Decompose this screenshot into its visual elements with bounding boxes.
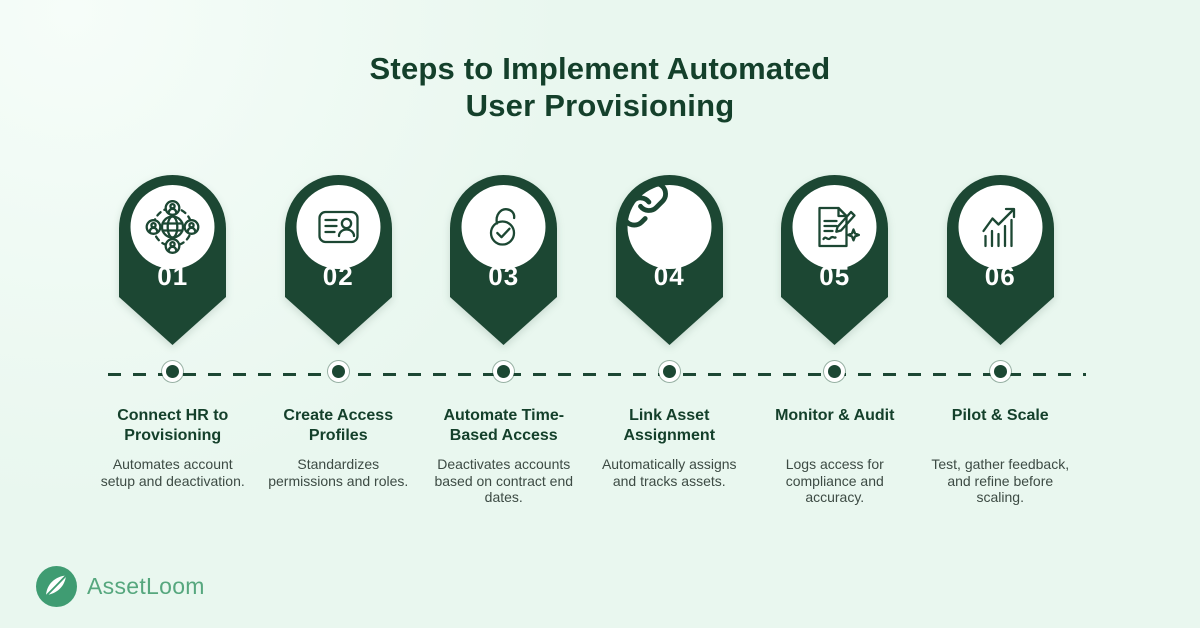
step-title: Connect HR to Provisioning [117,407,229,444]
step-1-pin: 01 [119,175,227,345]
step-title: Pilot & Scale [951,407,1049,424]
step-description: Deactivates accounts based on contract e… [434,456,574,505]
link-icon [621,180,668,228]
page-title-line2: User Provisioning [465,88,735,123]
id-card-icon [318,210,359,244]
steps-row: 01 Connect HR to Provisioning Automates … [90,175,1083,506]
step-3: 03 Automate Time-Based Access Deactivate… [421,175,587,506]
pin-marker [946,175,1054,345]
step-2-pin: 02 [284,175,392,345]
pin-marker [119,175,227,345]
step-description: Standardizes permissions and roles. [268,456,409,489]
step-5: 05 Monitor & Audit Logs access for compl… [752,175,918,506]
brand-name: AssetLoom [87,573,205,599]
timeline-dot [327,361,349,382]
timeline-dashed-line [108,373,1086,376]
step-description: Automatically assigns and tracks assets. [601,456,737,489]
pin-marker [450,175,558,345]
step-number: 04 [653,261,685,291]
step-description: Automates account setup and deactivation… [100,456,245,489]
pin-marker [615,175,723,345]
step-title: Create Access Profiles [283,407,394,444]
brand-logo: AssetLoom [36,566,205,607]
document-signature-icon [818,206,861,248]
growth-chart-icon [982,207,1015,248]
unlock-check-icon [490,208,516,246]
step-4: 04 Link Asset Assignment Automatically a… [587,175,753,506]
step-1: 01 Connect HR to Provisioning Automates … [90,175,256,506]
leaf-logo-icon [36,566,77,607]
step-description: Logs access for compliance and accuracy. [785,456,884,505]
step-title: Monitor & Audit [775,407,895,424]
step-5-pin: 05 [781,175,889,345]
step-description: Test, gather feedback, and refine before… [931,456,1070,505]
timeline-dot [162,361,184,382]
timeline-dot [493,361,515,382]
step-4-pin: 04 [615,175,723,345]
timeline-dot [989,361,1011,382]
step-number: 05 [819,261,851,291]
pin-marker [781,175,889,345]
step-title: Automate Time-Based Access [443,407,565,444]
pin-marker [284,175,392,345]
step-number: 02 [322,261,354,291]
timeline-dot [658,361,680,382]
page-title: Steps to Implement Automated User Provis… [0,50,1200,124]
step-2: 02 Create Access Profiles Standardizes p… [256,175,422,506]
step-number: 01 [157,261,189,291]
page-title-line1: Steps to Implement Automated [369,51,831,86]
step-6-pin: 06 [946,175,1054,345]
step-3-pin: 03 [450,175,558,345]
step-number: 03 [488,261,520,291]
step-6: 06 Pilot & Scale Test, gather feedback, … [918,175,1084,506]
step-title: Link Asset Assignment [623,407,716,444]
step-number: 06 [984,261,1016,291]
user-network-icon [145,200,200,254]
timeline-dot [824,361,846,382]
